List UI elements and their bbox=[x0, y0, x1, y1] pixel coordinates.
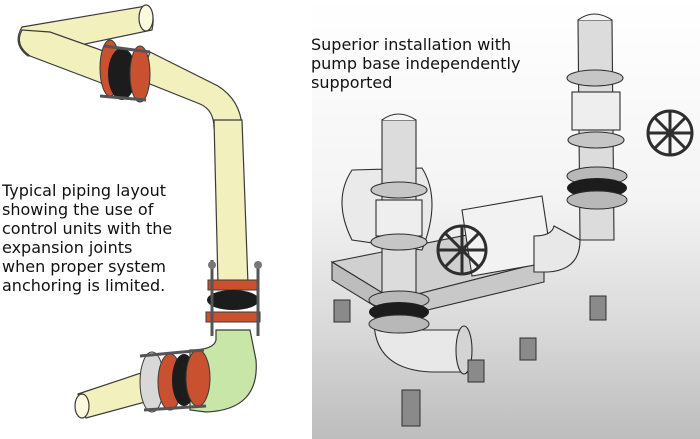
expansion-joint-left bbox=[368, 290, 430, 334]
piping-layout-drawing bbox=[17, 4, 262, 419]
expansion-joint-lower bbox=[139, 348, 211, 413]
expansion-joint-right bbox=[566, 166, 628, 210]
piping-layout-illustration: Typical piping layout showing the use of… bbox=[0, 0, 312, 439]
pump-installation-drawing bbox=[330, 13, 694, 427]
handwheel-left bbox=[436, 224, 488, 276]
spring-supports bbox=[333, 295, 607, 427]
right-caption: Superior installation with pump base ind… bbox=[312, 35, 521, 92]
handwheel-right bbox=[646, 109, 694, 157]
pipe-bottom-end bbox=[74, 393, 90, 419]
left-caption: Typical piping layout showing the use of… bbox=[2, 181, 173, 295]
expansion-joint-upper bbox=[99, 39, 151, 103]
pipe-vertical bbox=[213, 119, 249, 285]
pipe-right-elbow bbox=[533, 225, 581, 273]
pipe-upper-right bbox=[139, 51, 243, 129]
pipe-top-end bbox=[138, 4, 154, 32]
pump-installation-illustration: Superior installation with pump base ind… bbox=[312, 0, 700, 439]
expansion-joint-vertical bbox=[205, 260, 262, 336]
valve-left bbox=[375, 199, 423, 237]
valve-right bbox=[571, 91, 621, 131]
